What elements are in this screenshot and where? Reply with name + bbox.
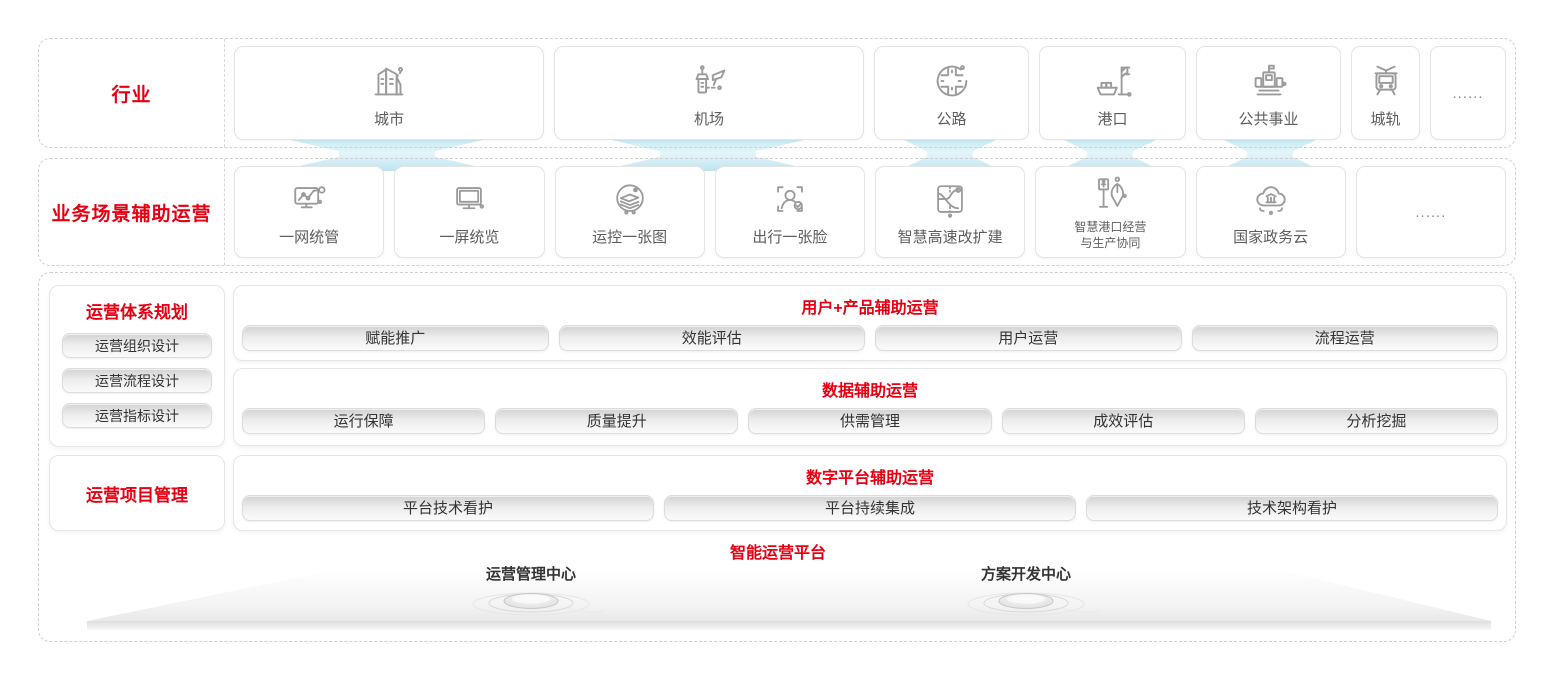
industry-card-label: 城轨 [1370,110,1401,128]
scenario-card-label: 智慧高速改扩建 [897,228,1003,246]
data-ops-panel: 数据辅助运营 运行保障 质量提升 供需管理 成效评估 分析挖掘 [233,368,1507,446]
industry-card-label: 机场 [693,110,724,128]
solution-development-center: 方案开发中心 [916,563,1136,625]
ops-project-mgmt-title: 运营项目管理 [86,485,188,505]
scenario-row: 业务场景辅助运营 一网统管 [38,158,1516,266]
industry-card-urban-rail: 城轨 [1351,46,1420,140]
industry-card-label: 城市 [373,110,404,128]
ripple-button-icon [967,592,1100,616]
scenario-card-label: 运控一张图 [592,228,668,246]
ops-system-planning-panel: 运营体系规划 运营组织设计 运营流程设计 运营指标设计 [49,285,225,447]
ops-system-planning-title: 运营体系规划 [86,303,188,322]
pill-process-operations: 流程运营 [1191,325,1498,351]
intelligent-ops-platform: 智能运营平台 运营管理中心 方案开发中心 [39,535,1517,641]
scenario-card-smart-port: 智慧港口经营 与生产协同 [1035,166,1186,258]
operations-section: 运营体系规划 运营组织设计 运营流程设计 运营指标设计 运营项目管理 用户+产品… [38,272,1516,642]
pill-ops-org-design: 运营组织设计 [62,333,212,358]
scenario-card-more: ...... [1355,166,1506,258]
scenario-card-network-governance: 一网统管 [234,166,385,258]
digital-platform-ops-pills: 平台技术看护 平台持续集成 技术架构看护 [234,488,1506,521]
industry-card-label: 公共事业 [1238,110,1299,128]
scenario-card-gov-cloud: 国家政务云 [1195,166,1346,258]
scenario-card-face-travel: 出行一张脸 [714,166,865,258]
pill-supply-demand-management: 供需管理 [748,408,992,434]
city-icon [366,58,412,104]
industry-row-label-cell: 行业 [39,39,225,147]
urban-rail-icon [1363,58,1409,104]
pill-operation-assurance: 运行保障 [242,408,486,434]
user-product-ops-title: 用户+产品辅助运营 [801,300,939,317]
scenario-card-label-line2: 与生产协同 [1080,236,1141,250]
industry-cards: 城市 机场 [225,39,1515,147]
industry-row-label: 行业 [111,84,152,106]
scenario-row-label: 业务场景辅助运营 [51,203,212,225]
solution-development-center-label: 方案开发中心 [980,566,1071,583]
highway-icon [929,58,975,104]
scenario-card-label: 一网统管 [279,228,340,246]
smart-port-icon [1088,172,1132,216]
industry-card-label: 公路 [936,110,967,128]
scenario-card-ops-map: 运控一张图 [554,166,705,258]
scenario-card-label: 智慧港口经营 与生产协同 [1074,220,1146,251]
pill-ops-process-design: 运营流程设计 [62,368,212,393]
scenario-card-smart-highway: 智慧高速改扩建 [875,166,1026,258]
scenario-row-label-cell: 业务场景辅助运营 [39,159,225,265]
scenario-cards: 一网统管 一屏统览 [225,159,1515,265]
ellipsis-label: ...... [1452,84,1484,102]
industry-card-label: 港口 [1097,110,1128,128]
scenario-card-label: 国家政务云 [1233,228,1309,246]
user-product-ops-panel: 用户+产品辅助运营 赋能推广 效能评估 用户运营 流程运营 [233,285,1507,361]
face-travel-icon [768,178,812,222]
pill-enablement-promotion: 赋能推广 [242,325,549,351]
scenario-card-screen-overview: 一屏统览 [394,166,545,258]
pill-platform-continuous-integration: 平台持续集成 [664,495,1076,521]
public-utility-icon [1246,58,1292,104]
pill-effectiveness-evaluation: 成效评估 [1001,408,1245,434]
gov-cloud-icon [1249,178,1293,222]
industry-card-port: 港口 [1039,46,1186,140]
screen-overview-icon [447,178,491,222]
platform-title: 智能运营平台 [729,545,826,562]
industry-card-highway: 公路 [874,46,1029,140]
pill-user-operations: 用户运营 [875,325,1182,351]
port-icon [1090,58,1136,104]
ellipsis-label: ...... [1415,203,1447,221]
data-ops-pills: 运行保障 质量提升 供需管理 成效评估 分析挖掘 [234,401,1506,434]
platform-surface [87,571,1491,630]
data-ops-title: 数据辅助运营 [821,383,918,400]
industry-card-airport: 机场 [554,46,864,140]
digital-platform-ops-title: 数字平台辅助运营 [805,470,934,487]
pill-analysis-mining: 分析挖掘 [1254,408,1499,434]
smart-highway-icon [928,178,972,222]
industry-card-city: 城市 [234,46,544,140]
ops-management-center: 运营管理中心 [421,563,641,625]
user-product-ops-pills: 赋能推广 效能评估 用户运营 流程运营 [234,318,1506,351]
scenario-card-label-line1: 智慧港口经营 [1074,220,1147,235]
pill-ops-metrics-design: 运营指标设计 [62,403,212,428]
ops-project-mgmt-panel: 运营项目管理 [49,455,225,531]
airport-icon [686,58,732,104]
digital-platform-ops-panel: 数字平台辅助运营 平台技术看护 平台持续集成 技术架构看护 [233,455,1507,531]
pill-efficiency-evaluation: 效能评估 [558,325,865,351]
scenario-card-label: 一屏统览 [439,228,500,246]
pill-quality-improvement: 质量提升 [495,408,739,434]
pill-tech-architecture-care: 技术架构看护 [1086,495,1498,521]
industry-card-public-utility: 公共事业 [1196,46,1341,140]
industry-row: 行业 城市 [38,38,1516,148]
network-governance-icon [287,178,331,222]
ops-management-center-label: 运营管理中心 [485,566,576,583]
ops-map-icon [608,178,652,222]
industry-card-more: ...... [1430,46,1506,140]
pill-platform-tech-care: 平台技术看护 [242,495,654,521]
scenario-card-label: 出行一张脸 [752,228,828,246]
ripple-button-icon [472,592,605,616]
